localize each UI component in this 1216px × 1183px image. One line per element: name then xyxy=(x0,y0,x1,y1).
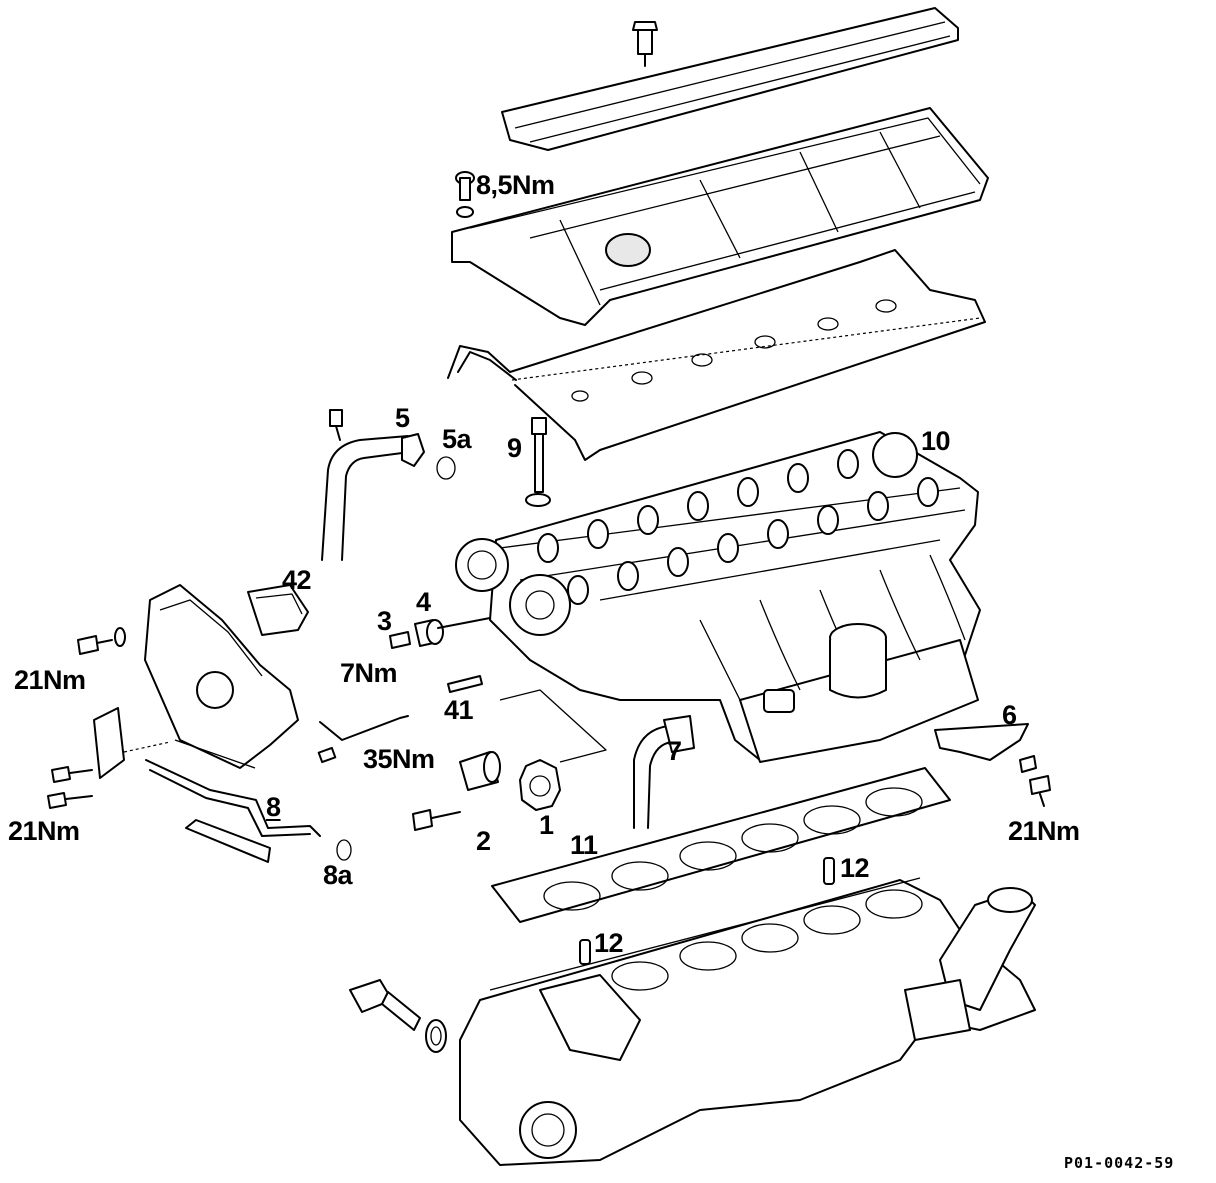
top-trim-cover xyxy=(501,7,959,151)
sprocket-1 xyxy=(519,759,561,811)
label-part-12-bottom: 12 xyxy=(594,928,624,958)
bolt-9 xyxy=(525,417,551,507)
hose-7 xyxy=(633,715,695,829)
label-part-12-top: 12 xyxy=(840,853,870,883)
label-torque-left-top: 21Nm xyxy=(14,665,86,695)
head-gasket-11 xyxy=(491,767,951,923)
timing-cover xyxy=(77,584,309,769)
label-torque-left-bottom: 21Nm xyxy=(8,816,80,846)
label-part-8: 8 xyxy=(266,792,281,822)
breather-hose-5 xyxy=(321,409,456,561)
bracket-lower-left xyxy=(47,707,171,809)
valve-cover xyxy=(451,107,989,326)
label-torque-2: 35Nm xyxy=(363,744,435,774)
figure-code: P01-0042-59 xyxy=(1064,1154,1175,1172)
label-part-2: 2 xyxy=(476,826,491,856)
bracket-6 xyxy=(934,723,1051,807)
label-torque-cover: 8,5Nm xyxy=(476,170,555,200)
dowel-sleeves-12 xyxy=(579,857,835,965)
label-part-1: 1 xyxy=(539,810,554,840)
label-part-4: 4 xyxy=(416,587,431,617)
label-part-41: 41 xyxy=(444,695,474,725)
valve-cover-gasket xyxy=(447,249,986,461)
label-torque-right: 21Nm xyxy=(1008,816,1080,846)
label-part-5a: 5a xyxy=(442,424,472,454)
label-part-3: 3 xyxy=(377,606,392,636)
bushing-2 xyxy=(412,751,501,831)
label-part-10: 10 xyxy=(921,426,951,456)
label-part-5: 5 xyxy=(395,403,410,433)
label-part-11: 11 xyxy=(570,830,598,860)
label-part-8a: 8a xyxy=(323,860,353,890)
oil-pipe-8 xyxy=(145,715,409,863)
label-part-6: 6 xyxy=(1002,700,1017,730)
dowel-41 xyxy=(447,675,607,763)
engine-block xyxy=(349,877,1036,1166)
label-part-9: 9 xyxy=(507,433,522,463)
label-part-7: 7 xyxy=(667,736,682,766)
oil-seal-4 xyxy=(389,617,491,649)
label-part-42: 42 xyxy=(282,565,312,595)
cylinder-head xyxy=(455,431,981,763)
label-torque-3: 7Nm xyxy=(340,658,398,688)
